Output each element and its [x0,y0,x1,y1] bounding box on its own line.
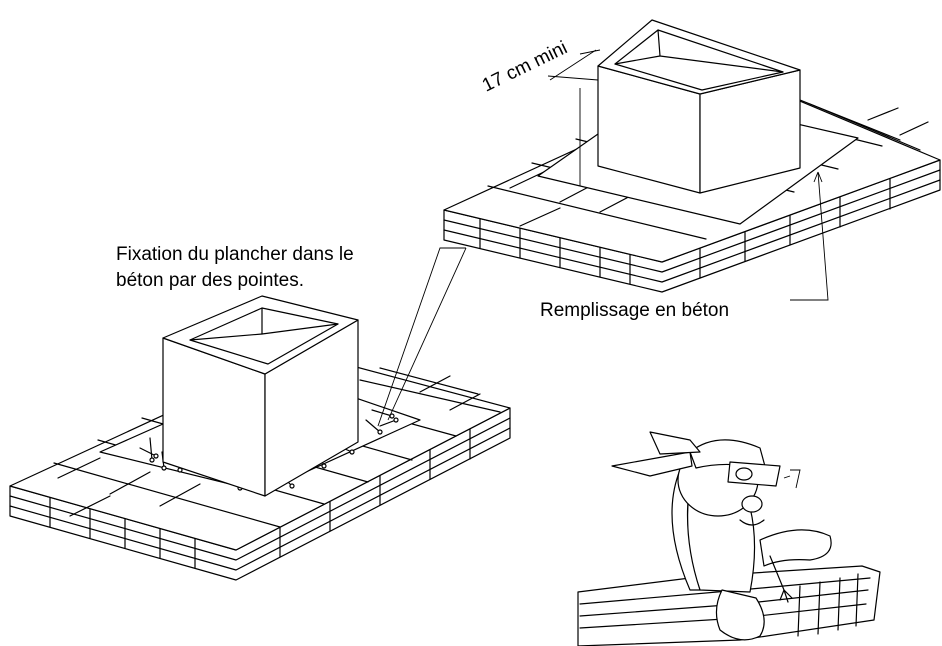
top-box [597,19,801,194]
fixation-label-line1: Fixation du plancher dans le [116,244,354,265]
fixation-label-line2: béton par des pointes. [116,270,304,291]
remplissage-leader [790,171,829,301]
bottom-box [162,295,359,497]
bottom-floor-assembly [9,247,511,581]
fixation-leader [377,247,466,427]
dimension-label: 17 cm mini [479,37,571,96]
dimension-marker [547,49,601,186]
top-board-stack [443,159,941,293]
top-floor-assembly [443,19,941,301]
worker-with-welding-mask-icon [577,431,881,646]
remplissage-label: Remplissage en béton [540,300,729,321]
